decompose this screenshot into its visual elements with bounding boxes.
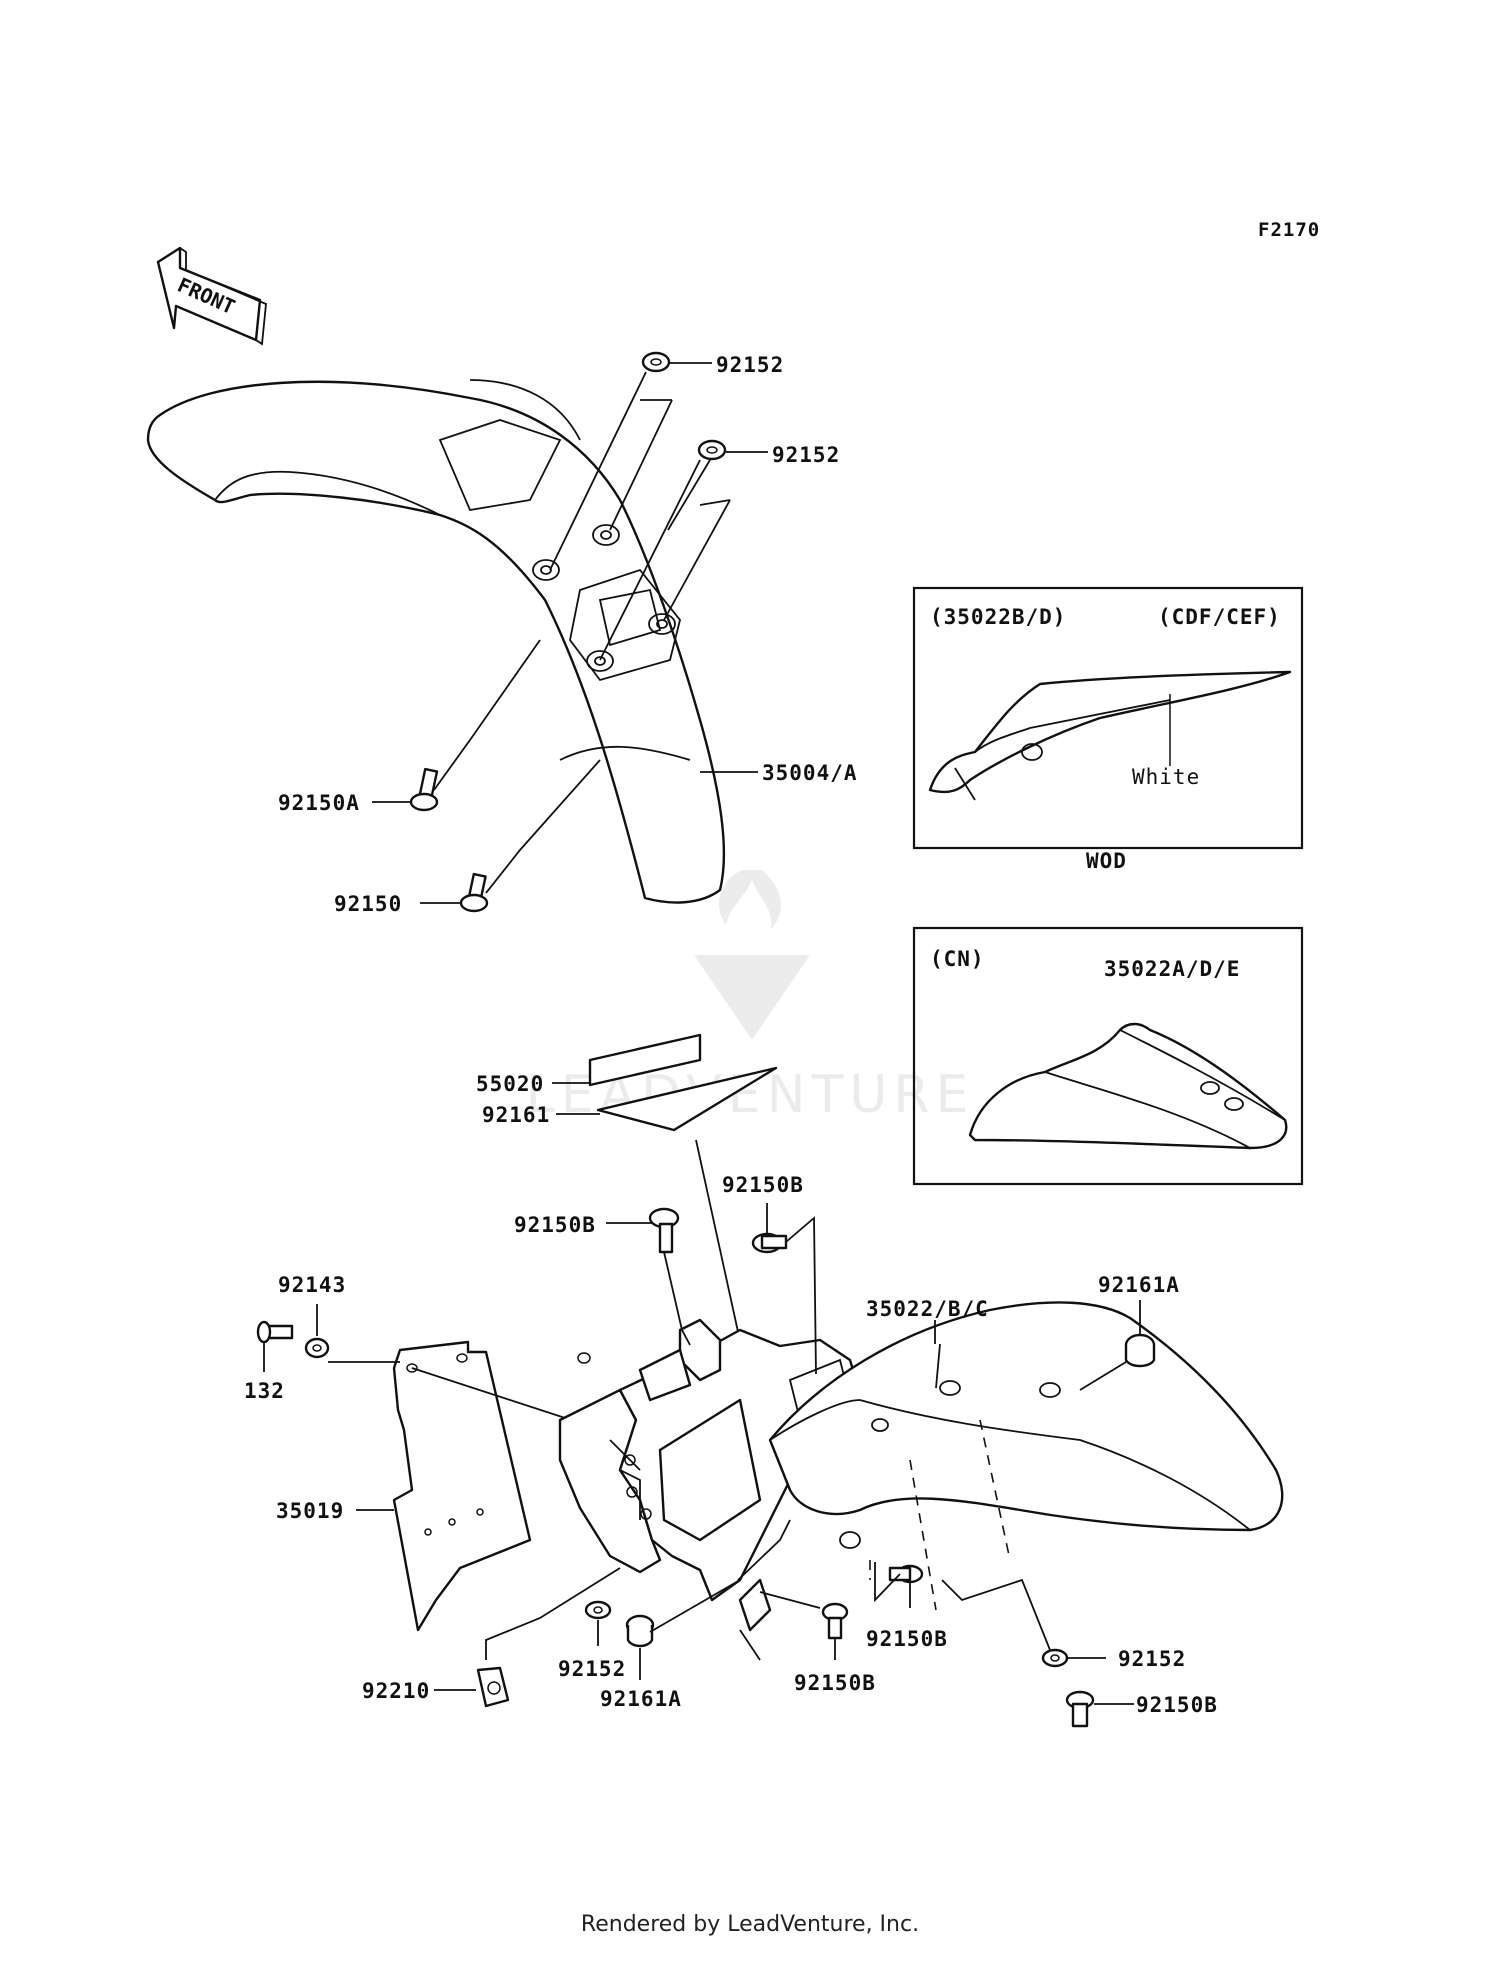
inset-wod-codes-left: (35022B/D) [930, 605, 1066, 629]
label-92150b-b: 92150B [514, 1213, 596, 1237]
washer-92152-d [941, 1578, 1106, 1668]
inset-wod-codes-right: (CDF/CEF) [1158, 605, 1281, 629]
inset-wod: (35022B/D) (CDF/CEF) White WOD [912, 586, 1304, 873]
front-arrow-icon: FRONT [156, 246, 267, 346]
rear-bracket-assembly [558, 1318, 864, 1661]
leader-lines-upper [372, 362, 768, 904]
figure-code: F2170 [1258, 219, 1320, 241]
watermark-logo: LEADVENTURE [526, 870, 968, 1125]
inset-wod-caption: WOD [1086, 849, 1127, 873]
bolt-92150b-upper-left [606, 1207, 691, 1346]
screw-132 [256, 1320, 294, 1372]
label-92152-a: 92152 [716, 353, 784, 377]
inset-wod-note: White [1132, 765, 1200, 789]
label-92150: 92150 [334, 892, 402, 916]
footer-credit: Rendered by LeadVenture, Inc. [580, 1912, 920, 1937]
label-92150a: 92150A [278, 791, 360, 815]
label-92143: 92143 [278, 1273, 346, 1297]
label-92161: 92161 [482, 1103, 550, 1127]
label-92161a-a: 92161A [1098, 1273, 1180, 1297]
label-92161a-b: 92161A [600, 1687, 682, 1711]
bolt-92150b-upper-right [751, 1203, 817, 1375]
label-132: 132 [244, 1379, 285, 1403]
washer-92152-c [584, 1600, 612, 1646]
leader-lines-lower [356, 1343, 941, 1511]
label-35019: 35019 [276, 1499, 344, 1523]
label-92210: 92210 [362, 1679, 430, 1703]
grommet-92161a-right [1079, 1300, 1156, 1391]
inset-cn-code: (CN) [930, 947, 985, 971]
mudguard-35019 [328, 1340, 609, 1632]
label-35004: 35004/A [762, 761, 858, 785]
label-55020: 55020 [476, 1072, 544, 1096]
inset-cn: (CN) 35022A/D/E [912, 926, 1304, 1186]
label-92152-d: 92152 [1118, 1647, 1186, 1671]
washer-92143 [304, 1304, 330, 1359]
washer-92152-b [697, 439, 727, 461]
part-labels: 92152 92152 35004/A 92150A 92150 55020 9… [244, 353, 1218, 1717]
grommet-92161a-lower [625, 1579, 741, 1680]
label-plates [552, 1033, 778, 1351]
bolt-92150a [409, 767, 439, 812]
label-92150b-d: 92150B [866, 1627, 948, 1651]
label-92150b-c: 92150B [794, 1671, 876, 1695]
bolt-92150b-lower-c [1065, 1690, 1134, 1728]
label-35022: 35022/B/C [866, 1297, 989, 1321]
front-fender [146, 379, 726, 904]
rear-fender [768, 1301, 1284, 1611]
label-92152-c: 92152 [558, 1657, 626, 1681]
nut-92210 [434, 1567, 621, 1708]
inset-cn-part: 35022A/D/E [1104, 957, 1240, 981]
washer-92152-a [641, 351, 671, 373]
bolt-92150b-lower-b [874, 1562, 924, 1608]
bolt-92150b-lower-a [759, 1591, 849, 1660]
bolt-92150 [459, 872, 489, 913]
label-92150b-e: 92150B [1136, 1693, 1218, 1717]
label-92150b-a: 92150B [722, 1173, 804, 1197]
label-92152-b: 92152 [772, 443, 840, 467]
